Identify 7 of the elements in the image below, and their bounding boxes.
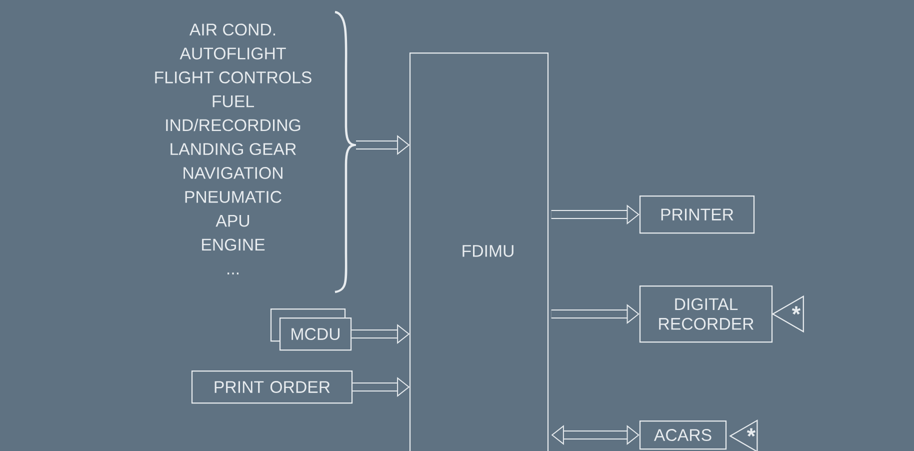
input-box: PRINT ORDER	[191, 370, 353, 404]
output-box: DIGITAL RECORDER	[639, 285, 773, 343]
output-box: ACARS	[639, 420, 727, 450]
system-list: AIR COND. AUTOFLIGHT FLIGHT CONTROLS FUEL IND/RECORDING LANDING GEAR NAVIGATION PNEUMATIC APU ENGINE ...	[155, 10, 356, 294]
stacked-box: MCDU	[270, 308, 352, 351]
output-box: PRINTER	[639, 195, 755, 234]
unit-box: FDIMU	[409, 52, 549, 451]
